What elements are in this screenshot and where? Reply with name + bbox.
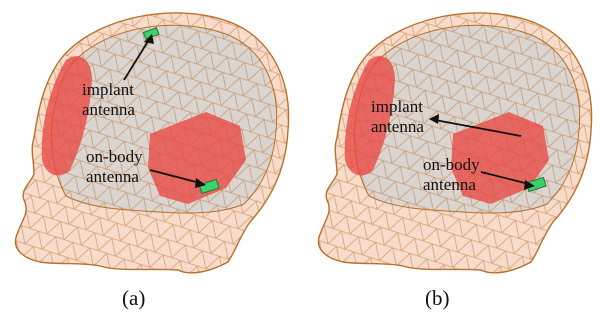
onbody-label-b: on-body antenna — [423, 155, 480, 195]
implant-label-a: implant antenna — [82, 80, 135, 120]
onbody-label-a: on-body antenna — [86, 147, 143, 187]
head-model-b — [303, 0, 605, 290]
caption-b: (b) — [425, 286, 450, 311]
head-model-a — [0, 0, 302, 290]
panel-a: implant antenna on-body antenna (a) — [0, 0, 302, 320]
implant-label-b: implant antenna — [371, 97, 424, 137]
panel-b: implant antenna on-body antenna (b) — [303, 0, 605, 320]
caption-a: (a) — [122, 286, 145, 311]
